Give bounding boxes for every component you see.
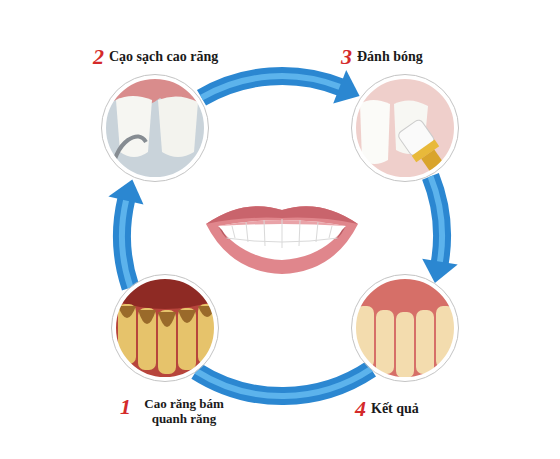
cycle-arrow <box>422 176 458 283</box>
step-number: 3 <box>341 44 352 69</box>
illustration-part <box>352 75 459 182</box>
step-label: 4Kết quả <box>355 396 419 421</box>
illustration-part <box>138 310 156 324</box>
illustration-part <box>316 222 318 242</box>
illustration-part <box>232 226 235 238</box>
illustration-part <box>102 75 209 182</box>
step-number: 1 <box>120 394 131 419</box>
illustration-part <box>206 206 358 274</box>
step-number: 4 <box>355 396 366 421</box>
illustration-part <box>158 310 176 374</box>
illustration-part <box>226 219 338 248</box>
step-title: Kết quả <box>371 396 419 417</box>
arrow-highlight <box>196 369 371 396</box>
illustration-part <box>218 220 346 260</box>
illustration-part <box>118 306 216 327</box>
step-label: 2Cạo sạch cao răng <box>93 44 218 69</box>
tartar-photo <box>113 276 217 380</box>
illustration-part <box>354 77 456 179</box>
arrow-highlight <box>431 176 442 262</box>
illustration-part <box>158 96 198 157</box>
arrow-band <box>122 200 130 288</box>
step-number: 2 <box>93 44 104 69</box>
illustration-part <box>376 310 394 374</box>
step-photo-node: 2Cạo sạch cao răng <box>101 74 209 182</box>
photo-frames <box>102 75 459 382</box>
illustration-part <box>416 310 434 374</box>
step-label: 1Cao răng bám quanh răng <box>120 394 232 427</box>
cycle-arrow <box>196 369 371 396</box>
illustration-part <box>282 219 283 248</box>
arrow-highlight <box>122 200 130 288</box>
illustration-part <box>353 76 457 180</box>
step-title: Đánh bóng <box>357 44 423 65</box>
step-title: Cao răng bám quanh răng <box>136 394 232 427</box>
step-photo-node: 4Kết quả <box>351 274 459 382</box>
illustration-part <box>218 226 228 240</box>
illustration-part <box>113 300 217 380</box>
illustration-part <box>226 238 338 242</box>
illustration-part <box>352 275 459 382</box>
result-photo <box>353 276 457 380</box>
arrow-highlight <box>202 76 341 98</box>
illustration-part <box>336 226 346 240</box>
illustration-part <box>104 77 206 179</box>
illustration-part <box>353 276 457 380</box>
illustration-part <box>103 76 207 180</box>
illustration-part <box>246 222 248 242</box>
illustration-part <box>118 306 136 318</box>
step-label: 3Đánh bóng <box>341 44 423 69</box>
step-title: Cạo sạch cao răng <box>109 44 218 65</box>
arrow-head <box>108 180 143 205</box>
step-photo-node: 3Đánh bóng <box>351 74 459 182</box>
cycle-arrow <box>202 70 360 104</box>
arrow-head <box>333 70 359 104</box>
scaling-photo <box>103 76 207 180</box>
illustration-part <box>396 312 414 378</box>
step-photo-node: 1Cao răng bám quanh răng <box>111 274 219 382</box>
illustration-part <box>114 277 216 379</box>
illustration-part <box>329 226 332 238</box>
cycle-arrow <box>108 180 143 288</box>
illustration-part <box>138 308 156 370</box>
illustration-part <box>112 275 219 382</box>
arrow-band <box>196 369 371 396</box>
illustration-part <box>158 312 176 327</box>
arrow-band <box>202 76 341 98</box>
arrow-band <box>431 176 442 262</box>
smile <box>206 206 358 274</box>
illustration-part <box>360 100 390 164</box>
illustration-part <box>178 310 196 323</box>
illustration-part <box>354 277 456 379</box>
illustration-part <box>178 308 196 370</box>
illustration-part <box>113 276 217 380</box>
